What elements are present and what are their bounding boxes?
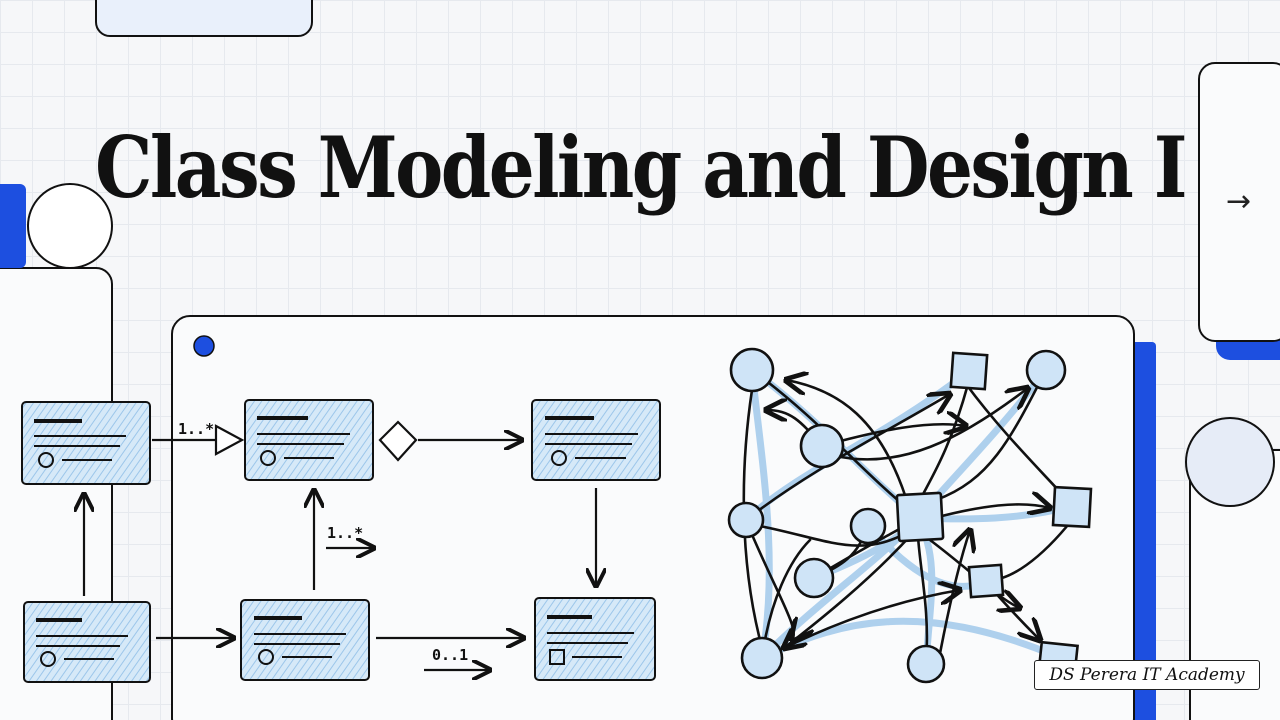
- relationship-lines: [84, 420, 596, 670]
- watermark-logo: DS Perera IT Academy: [1034, 660, 1260, 690]
- class-box-5: [240, 599, 370, 681]
- multiplicity-label: 1..*: [327, 524, 363, 542]
- class-box-6: [534, 597, 656, 681]
- class-box-4: [23, 601, 151, 683]
- multiplicity-label: 1..*: [178, 420, 214, 438]
- decor-right-panel: [1185, 62, 1280, 720]
- class-box-1: [21, 401, 151, 485]
- decor-top-card: [95, 0, 313, 37]
- class-box-2: [244, 399, 374, 481]
- slide-title: Class Modeling and Design I: [95, 118, 1188, 217]
- arrow-right-icon[interactable]: →: [1226, 184, 1252, 219]
- multiplicity-label: 0..1: [432, 646, 468, 664]
- class-box-3: [531, 399, 661, 481]
